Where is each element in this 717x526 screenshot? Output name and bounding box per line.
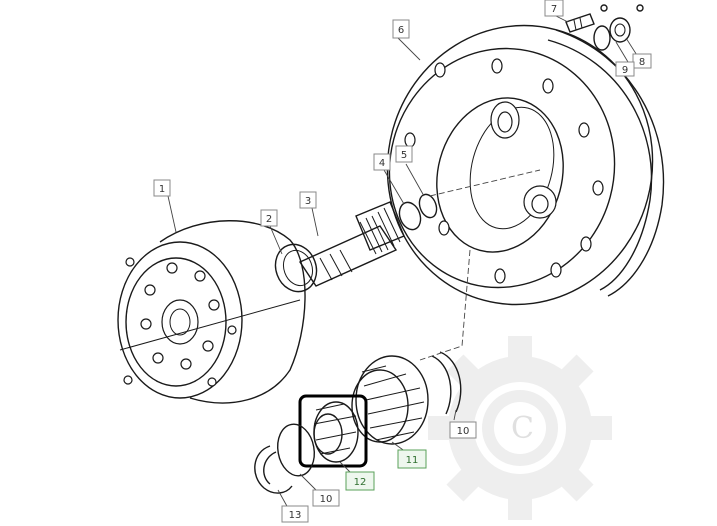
part-9-washer [593, 25, 611, 51]
callout-11: 11 [397, 449, 427, 469]
part-12-small-gear [313, 401, 359, 463]
svg-text:2: 2 [266, 214, 272, 225]
callout-13: 13 [281, 505, 309, 523]
svg-text:8: 8 [639, 57, 645, 68]
callout-3: 3 [299, 191, 317, 209]
svg-text:12: 12 [354, 477, 367, 488]
part-5-washer [418, 193, 438, 219]
watermark-logo: C [428, 336, 612, 520]
part-7-stud [565, 4, 608, 33]
part-8-nut [609, 4, 644, 43]
axis-line-upper [429, 169, 541, 197]
leader-lines [167, 15, 641, 509]
callout-4: 4 [373, 153, 391, 171]
callout-9: 9 [615, 61, 635, 77]
callout-6: 6 [392, 19, 410, 39]
callout-10-lower: 10 [312, 489, 340, 507]
svg-text:10: 10 [457, 426, 470, 437]
svg-text:5: 5 [401, 150, 407, 161]
callout-7: 7 [544, 0, 564, 17]
callout-12: 12 [345, 471, 375, 491]
axis-line [419, 249, 471, 361]
svg-text:13: 13 [289, 510, 302, 521]
svg-text:6: 6 [398, 25, 404, 36]
part-1-housing [117, 220, 306, 404]
part-2-ring [274, 243, 318, 293]
svg-text:10: 10 [320, 494, 333, 505]
watermark-letter: C [511, 411, 534, 446]
svg-text:9: 9 [622, 65, 628, 76]
svg-text:3: 3 [305, 196, 311, 207]
callout-8: 8 [632, 53, 652, 69]
svg-text:11: 11 [406, 455, 419, 466]
highlight-box-part-12 [298, 394, 368, 468]
part-4-snap-ring [398, 201, 422, 231]
part-10-snap-ring-lower [277, 423, 315, 477]
part-6-hub [386, 24, 665, 306]
svg-text:1: 1 [159, 184, 165, 195]
callout-10-upper: 10 [449, 421, 477, 439]
callout-5: 5 [395, 145, 413, 163]
part-10-snap-ring-upper [431, 351, 462, 415]
callout-2: 2 [260, 209, 278, 227]
part-3-shaft [298, 201, 405, 287]
callout-1: 1 [153, 179, 171, 197]
part-11-gear [351, 355, 429, 445]
svg-text:7: 7 [551, 4, 557, 15]
svg-text:4: 4 [379, 158, 385, 169]
part-13-ring [254, 445, 293, 494]
